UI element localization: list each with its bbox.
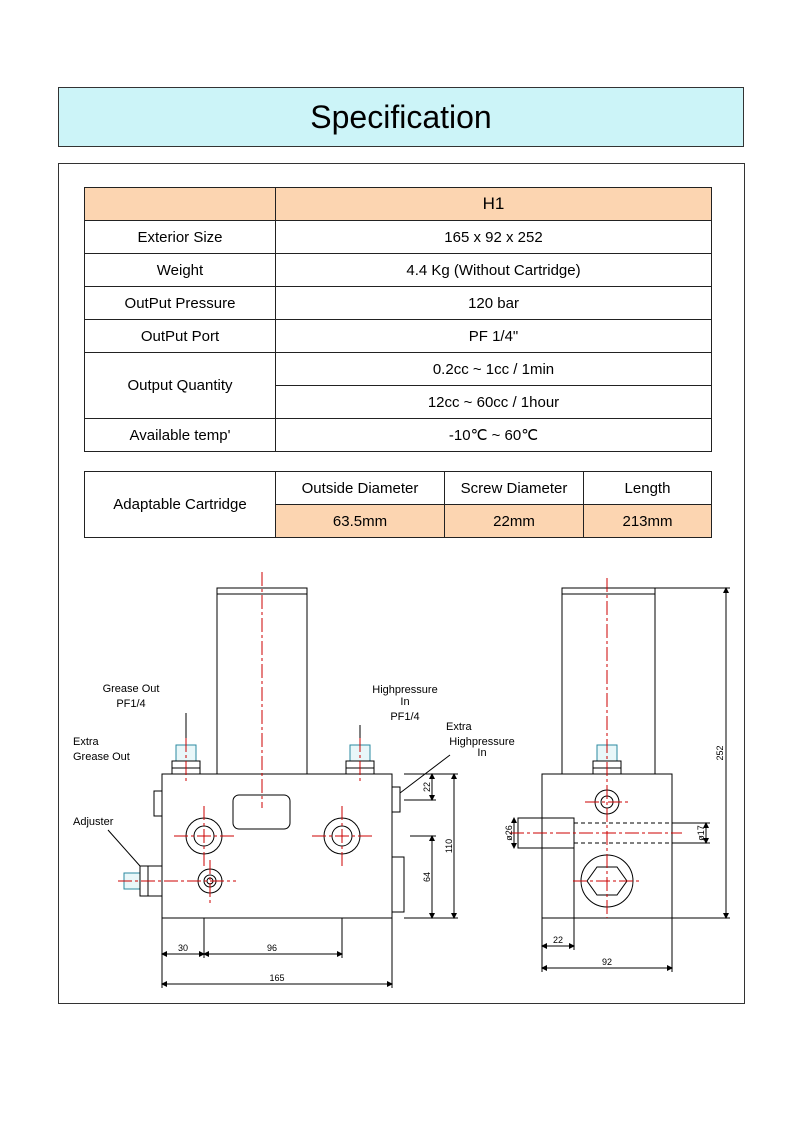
dim-22-side: 22: [553, 935, 563, 945]
spec-label: Exterior Size: [84, 220, 276, 254]
cartridge-label: Adaptable Cartridge: [84, 471, 276, 538]
side-centerlines: [510, 578, 682, 918]
cartridge-header: Length: [583, 471, 712, 505]
spec-value: 120 bar: [275, 286, 712, 320]
cartridge-table: Adaptable Cartridge Outside Diameter Scr…: [84, 471, 712, 538]
extra-grease-out-port: [153, 790, 163, 817]
label-grease-out: Grease Out: [103, 683, 160, 695]
spec-label: Output Quantity: [84, 352, 276, 419]
cartridge-value: 63.5mm: [275, 504, 445, 538]
table-row: Available temp' -10℃ ~ 60℃: [84, 418, 712, 452]
table-row: Output Quantity 0.2cc ~ 1cc / 1min: [84, 352, 712, 419]
label-extra-high-1: Extra: [446, 721, 473, 733]
table-row: OutPut Pressure 120 bar: [84, 286, 712, 320]
spec-value: -10℃ ~ 60℃: [275, 418, 712, 452]
label-extra-grease-2: Grease Out: [73, 751, 130, 763]
spec-label: OutPut Pressure: [84, 286, 276, 320]
label-extra-grease-1: Extra: [73, 736, 100, 748]
dim-110: 110: [444, 839, 454, 853]
dim-26: ø26: [504, 825, 514, 841]
label-grease-out-port: PF1/4: [116, 698, 145, 710]
dim-17: ø17: [696, 825, 706, 841]
cartridge-value: 22mm: [444, 504, 584, 538]
spec-label: Available temp': [84, 418, 276, 452]
spec-value: 165 x 92 x 252: [275, 220, 712, 254]
label-highpressure-1: Highpressure: [372, 684, 437, 696]
spec-label: OutPut Port: [84, 319, 276, 353]
page-title: Specification: [58, 87, 744, 147]
table-row: Adaptable Cartridge Outside Diameter Scr…: [84, 471, 712, 538]
front-centerlines: [118, 572, 372, 904]
side-block: [391, 856, 405, 913]
dim-22-top: 22: [422, 782, 432, 792]
dim-252: 252: [715, 745, 725, 760]
model-header: H1: [275, 187, 712, 221]
cartridge-header: Outside Diameter: [275, 471, 445, 505]
pump-body: [161, 773, 393, 919]
spec-value: 0.2cc ~ 1cc / 1min: [275, 352, 712, 386]
spec-value: PF 1/4": [275, 319, 712, 353]
spec-value: 4.4 Kg (Without Cartridge): [275, 253, 712, 287]
dim-92: 92: [602, 957, 612, 967]
label-extra-high-3: In: [477, 747, 486, 759]
extra-highpressure-port: [391, 786, 401, 813]
label-highpressure-port: PF1/4: [390, 711, 419, 723]
table-row: 63.5mm 22mm 213mm: [85, 504, 712, 538]
front-dimensions: [161, 773, 458, 988]
dim-165: 165: [269, 973, 284, 983]
table-row: 12cc ~ 60cc / 1hour: [85, 385, 712, 419]
label-highpressure-2: In: [400, 696, 409, 708]
side-view: [511, 587, 730, 972]
spec-value: 12cc ~ 60cc / 1hour: [275, 385, 712, 419]
dim-64: 64: [422, 872, 432, 882]
dim-96: 96: [267, 943, 277, 953]
spec-table: H1 Exterior Size 165 x 92 x 252 Weight 4…: [84, 187, 712, 452]
sight-window: [232, 794, 291, 830]
table-row: OutPut Port PF 1/4": [84, 319, 712, 353]
table-row: Exterior Size 165 x 92 x 252: [84, 220, 712, 254]
label-extra-high-2: Highpressure: [449, 736, 514, 748]
dim-30: 30: [178, 943, 188, 953]
cartridge-value: 213mm: [583, 504, 712, 538]
front-view: [107, 587, 458, 988]
content-frame: [58, 163, 745, 1004]
label-adjuster: Adjuster: [73, 816, 114, 828]
side-dimensions: [511, 587, 730, 972]
